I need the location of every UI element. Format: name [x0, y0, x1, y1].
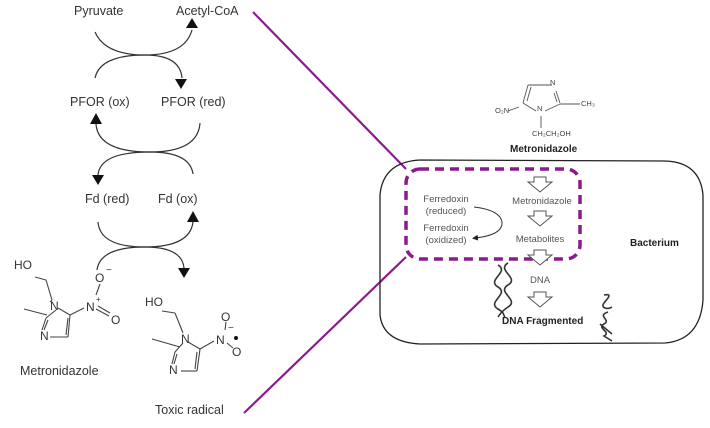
- arrow-fd-red-to-fd-ox: [97, 221, 194, 248]
- atom-ch3: CH₃: [581, 99, 595, 108]
- arrowhead-toxic-radical: [178, 268, 190, 278]
- highlight-box: [404, 167, 582, 261]
- metronidazole-structure: [23, 276, 111, 338]
- dna-fragmented-label: DNA Fragmented: [502, 316, 584, 327]
- ferredoxin-cycle-arrow: [472, 206, 503, 241]
- hollow-arrow-icon: [526, 249, 554, 266]
- atom-o: O: [232, 345, 242, 359]
- metabolites-label: Metabolites: [515, 234, 565, 245]
- drug-name-label: Metronidazole: [510, 144, 578, 155]
- atom-o2n: O₂N: [495, 106, 510, 115]
- radical-structure: [151, 310, 234, 372]
- atom-plus-charge: +: [96, 295, 101, 304]
- arrowhead-pfor-red: [175, 79, 187, 89]
- drug-structure-right: [507, 84, 580, 128]
- atom-n: N: [40, 329, 49, 343]
- radical-dot-icon: [234, 336, 238, 340]
- arrow-pyruvate-to-acetyl-coa: [94, 29, 193, 56]
- ferredoxin-reduced-line1: Ferredoxin: [423, 194, 469, 205]
- atom-o: O: [221, 310, 231, 324]
- label-pfor-ox: PFOR (ox): [70, 95, 130, 109]
- atom-n: N: [216, 333, 225, 347]
- atom-minus-charge: −: [106, 265, 112, 276]
- atom-n: N: [550, 78, 556, 87]
- atom-n: N: [50, 299, 59, 313]
- atom-n: N: [86, 300, 95, 314]
- arrowhead-pfor-ox: [90, 113, 102, 124]
- atom-n: N: [181, 332, 190, 346]
- atom-minus-charge: −: [228, 323, 234, 334]
- arrow-metronidazole-to-radical: [96, 246, 185, 271]
- hollow-arrow-icon: [526, 210, 554, 227]
- hollow-arrow-icon: [526, 291, 554, 308]
- label-fd-red: Fd (red): [85, 192, 130, 206]
- dna-label: DNA: [529, 275, 551, 286]
- metronidazole-step-label: Metronidazole: [512, 196, 572, 207]
- ferredoxin-reduced-label: Ferredoxin (reduced): [418, 194, 474, 218]
- label-toxic-radical: Toxic radical: [155, 403, 224, 417]
- atom-o: O: [111, 313, 121, 327]
- connector-line-bottom: [243, 256, 407, 414]
- connector-line-top: [252, 11, 407, 170]
- arrow-pfor-red-to-pfor-ox: [95, 122, 201, 153]
- atom-ho: HO: [14, 258, 32, 272]
- ferredoxin-reduced-line2: (reduced): [425, 206, 467, 217]
- dna-fragment-icon: [599, 293, 613, 342]
- arrowhead-acetyl-coa: [186, 18, 198, 28]
- arrowhead-fd-ox: [187, 211, 199, 222]
- hollow-arrows: [526, 176, 554, 308]
- atom-o: O: [95, 271, 105, 285]
- atom-ho: HO: [145, 295, 163, 309]
- arrowhead-fd-red: [92, 175, 104, 185]
- atom-n: N: [537, 104, 543, 113]
- arrow-fd-ox-to-fd-red: [97, 151, 194, 176]
- label-metronidazole: Metronidazole: [20, 364, 99, 378]
- dna-helix-icon: [493, 262, 513, 318]
- label-fd-ox: Fd (ox): [158, 192, 198, 206]
- ferredoxin-oxidized-label: Ferredoxin (oxidized): [418, 223, 474, 247]
- label-pfor-red: PFOR (red): [161, 95, 226, 109]
- atom-ch2ch2oh: CH₂CH₂OH: [532, 129, 571, 138]
- ferredoxin-oxidized-line1: Ferredoxin: [423, 223, 469, 234]
- atom-n: N: [169, 363, 178, 377]
- label-acetyl-coa: Acetyl-CoA: [176, 4, 239, 18]
- ferredoxin-oxidized-line2: (oxidized): [425, 235, 467, 246]
- bacterium-label: Bacterium: [630, 238, 679, 249]
- label-pyruvate: Pyruvate: [74, 4, 124, 18]
- arrow-pfor-ox-to-pfor-red: [94, 54, 183, 79]
- hollow-arrow-icon: [526, 176, 554, 193]
- bacterium-membrane: [379, 159, 704, 345]
